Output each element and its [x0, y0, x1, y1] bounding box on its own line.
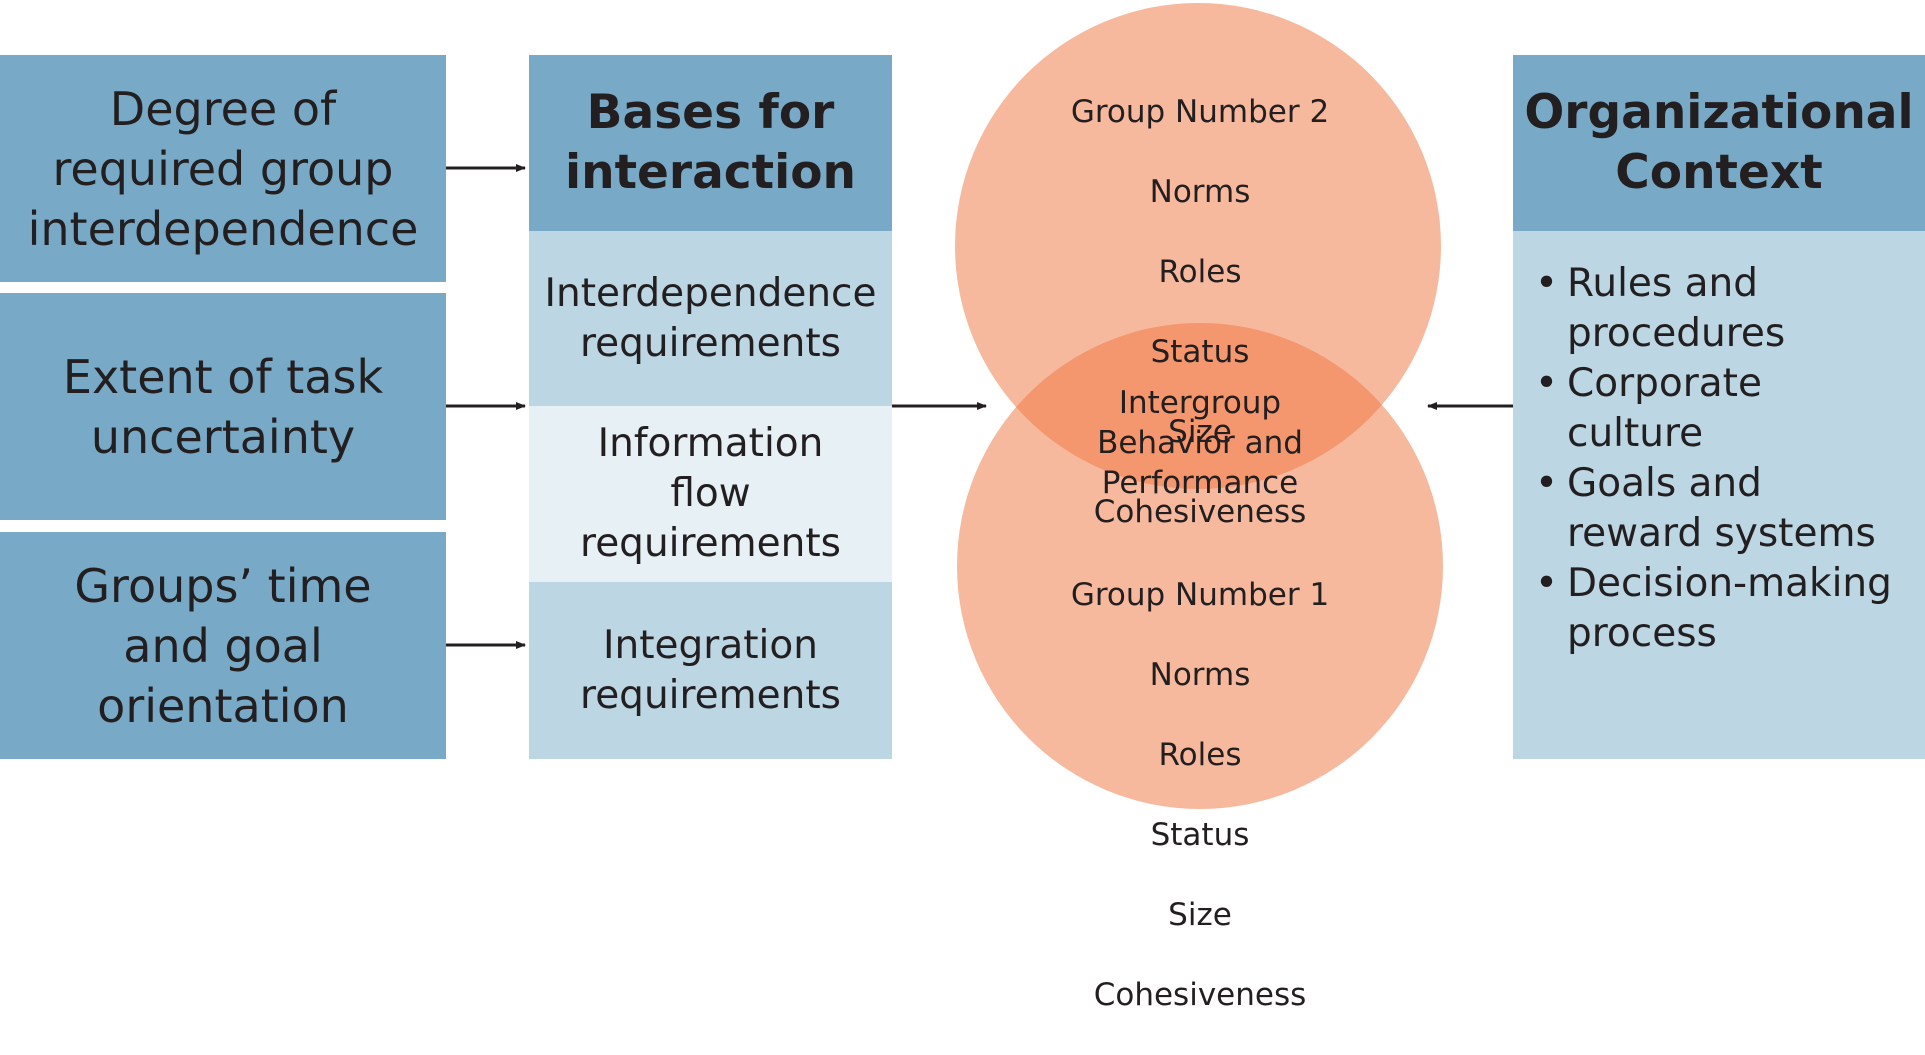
bases-item-label: Interdependence requirements — [544, 270, 877, 366]
group1-attr-status: Status — [1150, 817, 1250, 853]
group2-text: Group Number 2 Norms Roles Status Size C… — [1040, 52, 1360, 572]
bases-item-information-flow: Information flow requirements — [529, 406, 892, 582]
group1-text: Group Number 1 Norms Roles Status Size C… — [1040, 535, 1360, 1055]
org-context-item-rules: • Rules and procedures — [1531, 259, 1915, 359]
bullet-icon: • — [1535, 261, 1559, 306]
group2-attr-status: Status — [1150, 334, 1250, 370]
bases-header: Bases for interaction — [529, 55, 892, 231]
org-context-list: • Rules and procedures • Corporate cultu… — [1513, 231, 1925, 759]
factor-label: Groups’ time and goal orientation — [74, 558, 372, 733]
group1-attr-cohesiveness: Cohesiveness — [1093, 977, 1307, 1013]
bases-item-integration: Integration requirements — [529, 582, 892, 759]
org-context-header: Organizational Context — [1513, 55, 1925, 231]
org-context-item-label: Corporate culture — [1567, 361, 1762, 456]
bullet-icon: • — [1535, 461, 1559, 506]
group1-attr-norms: Norms — [1149, 657, 1251, 693]
group1-attr-roles: Roles — [1158, 737, 1242, 773]
group1-title: Group Number 1 — [1070, 577, 1330, 613]
factor-label: Degree of required group interdependence — [27, 81, 419, 256]
group2-title: Group Number 2 — [1070, 94, 1330, 130]
factor-time-goal-orientation: Groups’ time and goal orientation — [0, 532, 446, 759]
bases-item-label: Information flow requirements — [580, 421, 841, 566]
factor-task-uncertainty: Extent of task uncertainty — [0, 293, 446, 520]
bullet-icon: • — [1535, 561, 1559, 606]
overlap-region — [957, 323, 1441, 489]
org-context-item-culture: • Corporate culture — [1531, 359, 1915, 459]
org-context-item-label: Decision-making process — [1567, 561, 1892, 656]
org-context-item-decision: • Decision-making process — [1531, 559, 1915, 659]
org-context-item-label: Rules and procedures — [1567, 261, 1786, 356]
group2-attr-roles: Roles — [1158, 254, 1242, 290]
org-context-item-label: Goals and reward systems — [1567, 461, 1876, 556]
org-context-title: Organizational Context — [1524, 85, 1914, 200]
factor-group-interdependence: Degree of required group interdependence — [0, 55, 446, 282]
bullet-icon: • — [1535, 361, 1559, 406]
bases-item-interdependence: Interdependence requirements — [529, 231, 892, 406]
group2-attr-cohesiveness: Cohesiveness — [1093, 494, 1307, 530]
group1-attr-size: Size — [1168, 897, 1232, 933]
overlap-label: Intergroup Behavior and Performance — [1097, 385, 1303, 501]
bases-title: Bases for interaction — [565, 85, 856, 200]
overlap-text: Intergroup Behavior and Performance — [1040, 343, 1360, 543]
factor-label: Extent of task uncertainty — [62, 349, 384, 464]
org-context-item-goals: • Goals and reward systems — [1531, 459, 1915, 559]
diagram-canvas — [446, 3, 1513, 809]
bases-item-label: Integration requirements — [580, 622, 841, 718]
group2-attr-norms: Norms — [1149, 174, 1251, 210]
group2-attr-size: Size — [1168, 414, 1232, 450]
